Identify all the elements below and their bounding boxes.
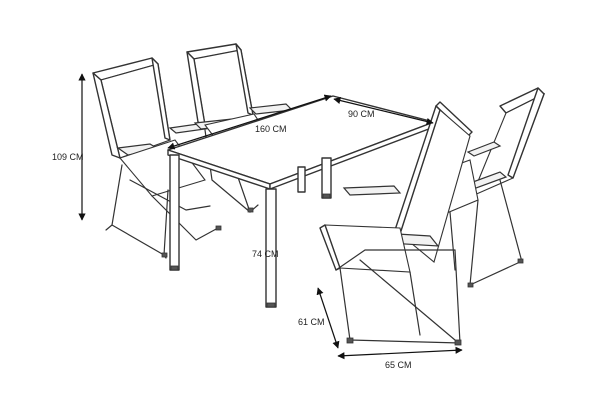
dimension-seat-height: 61 CM xyxy=(298,287,340,349)
table-width-label: 90 CM xyxy=(348,109,375,119)
chair-front-right xyxy=(319,101,473,346)
dimension-chair-height: 109 CM xyxy=(52,73,86,221)
seat-height-label: 61 CM xyxy=(298,317,325,327)
dimension-table-height: 74 CM xyxy=(252,249,279,259)
table-length-label: 160 CM xyxy=(255,124,287,134)
dimension-chair-width: 65 CM xyxy=(337,346,463,370)
table-height-label: 74 CM xyxy=(252,249,279,259)
chair-height-label: 109 CM xyxy=(52,152,84,162)
dimension-table-length: 160 CM xyxy=(167,94,332,150)
dimension-table-width: 90 CM xyxy=(333,97,434,125)
chair-width-label: 65 CM xyxy=(385,360,412,370)
